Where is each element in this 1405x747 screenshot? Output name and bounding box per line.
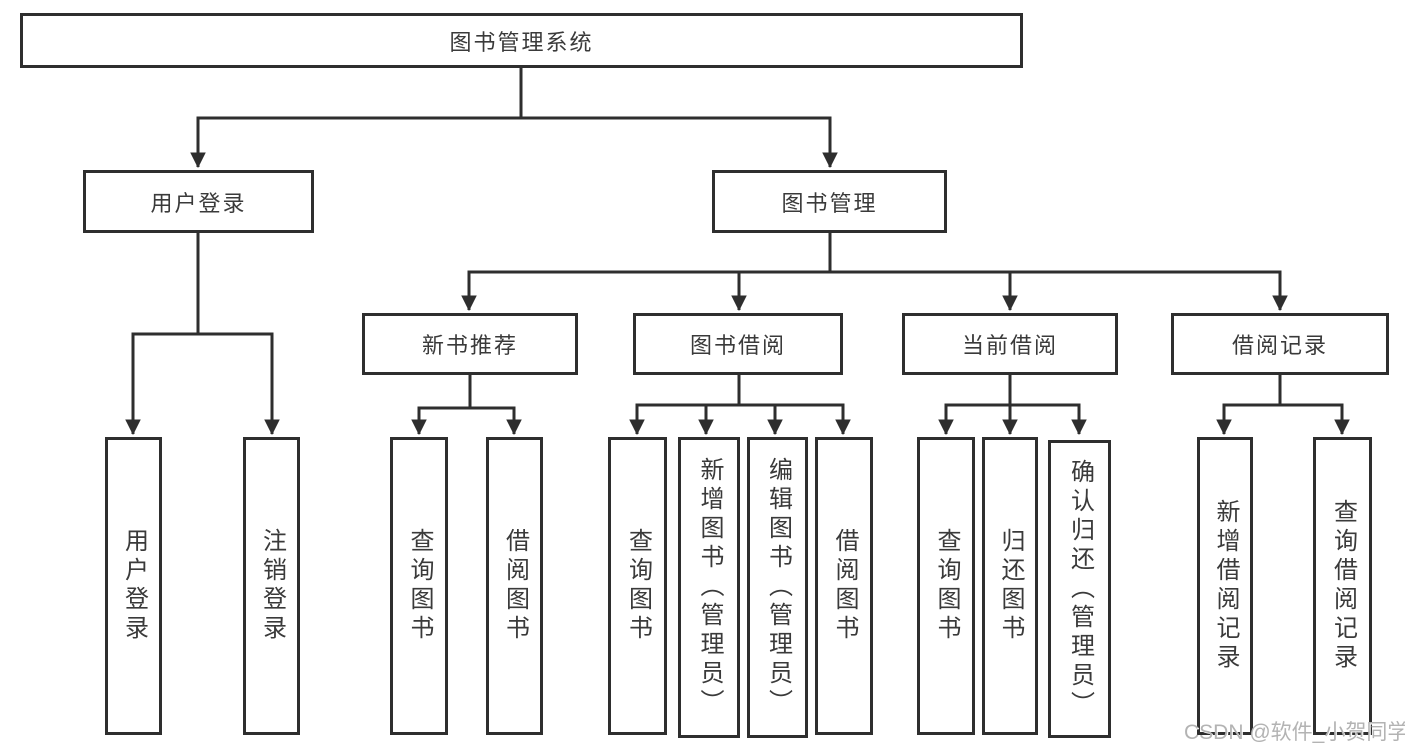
leaf-query-book-2: 查询图书 [608, 437, 667, 735]
leaf-edit-book-admin-label: 编辑图书（管理员） [764, 457, 792, 718]
leaf-return-book: 归还图书 [982, 437, 1038, 735]
leaf-confirm-return-admin-label: 确认归还（管理员） [1066, 458, 1094, 720]
leaf-edit-book-admin: 编辑图书（管理员） [747, 437, 808, 738]
leaf-add-book-admin-label: 新增图书（管理员） [696, 457, 723, 718]
leaf-logout-label: 注销登录 [258, 528, 286, 644]
leaf-return-book-label: 归还图书 [997, 528, 1024, 644]
node-borrow-record-label: 借阅记录 [1231, 333, 1328, 358]
leaf-add-borrow-record: 新增借阅记录 [1197, 437, 1253, 735]
leaf-query-borrow-record-label: 查询借阅记录 [1329, 499, 1357, 673]
leaf-query-book-1-label: 查询图书 [406, 528, 433, 644]
node-root-label: 图书管理系统 [449, 29, 594, 55]
node-current-borrow-label: 当前借阅 [961, 333, 1058, 358]
node-book-management-label: 图书管理 [781, 190, 878, 216]
leaf-query-book-3: 查询图书 [917, 437, 975, 735]
leaf-add-borrow-record-label: 新增借阅记录 [1212, 499, 1239, 673]
leaf-user-login-label: 用户登录 [120, 528, 148, 644]
node-user-login: 用户登录 [83, 170, 314, 233]
node-new-book-recommend-label: 新书推荐 [421, 333, 518, 358]
leaf-query-book-1: 查询图书 [390, 437, 448, 735]
node-root: 图书管理系统 [20, 13, 1023, 68]
leaf-confirm-return-admin: 确认归还（管理员） [1048, 440, 1111, 738]
node-book-borrow: 图书借阅 [633, 313, 843, 375]
node-book-borrow-label: 图书借阅 [689, 333, 786, 358]
leaf-query-borrow-record: 查询借阅记录 [1313, 437, 1372, 735]
node-book-management: 图书管理 [712, 170, 947, 233]
leaf-logout: 注销登录 [243, 437, 300, 735]
leaf-query-book-3-label: 查询图书 [933, 528, 960, 644]
csdn-watermark: CSDN @软件_小贺同学 [1184, 721, 1405, 744]
leaf-borrow-book-1-label: 借阅图书 [501, 528, 529, 644]
leaf-query-book-2-label: 查询图书 [624, 528, 652, 644]
leaf-borrow-book-2: 借阅图书 [815, 437, 873, 735]
node-user-login-label: 用户登录 [150, 190, 247, 216]
leaf-add-book-admin: 新增图书（管理员） [678, 437, 740, 738]
node-current-borrow: 当前借阅 [902, 313, 1118, 375]
node-new-book-recommend: 新书推荐 [362, 313, 578, 375]
leaf-user-login: 用户登录 [105, 437, 162, 735]
node-borrow-record: 借阅记录 [1171, 313, 1389, 375]
leaf-borrow-book-2-label: 借阅图书 [831, 528, 858, 644]
leaf-borrow-book-1: 借阅图书 [486, 437, 543, 735]
